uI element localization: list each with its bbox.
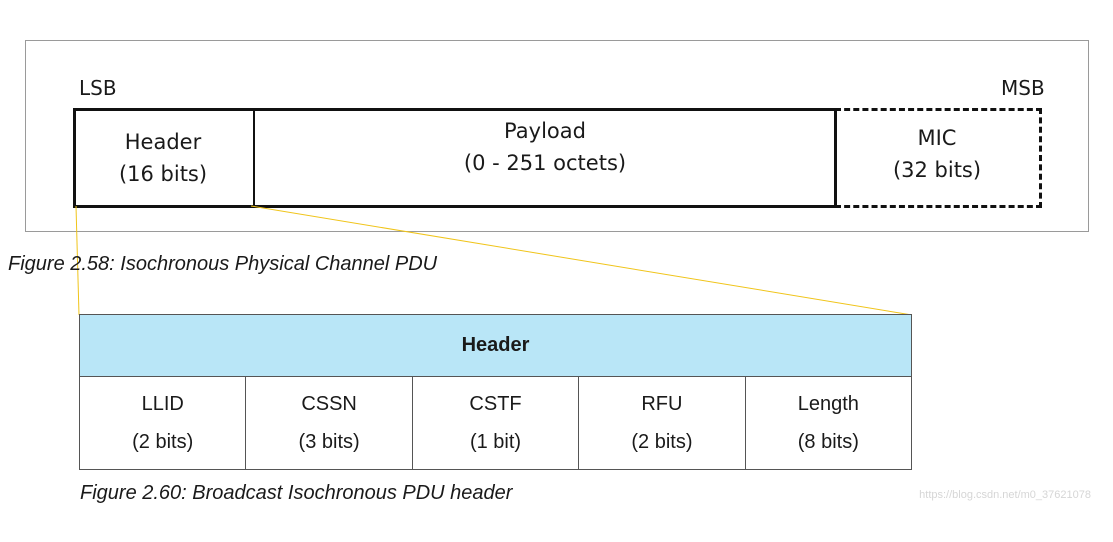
msb-label: MSB xyxy=(1001,76,1045,100)
field-cssn-size: (3 bits) xyxy=(298,431,360,453)
header-divider xyxy=(73,108,255,208)
field-length-name: Length xyxy=(797,393,859,415)
field-llid: LLID (2 bits) xyxy=(80,377,247,469)
field-cstf-name: CSTF xyxy=(469,393,522,415)
field-llid-size: (2 bits) xyxy=(132,431,194,453)
field-length: Length (8 bits) xyxy=(746,377,911,469)
pdu-payload-field: Payload (0 - 251 octets) xyxy=(253,108,837,208)
pdu-header-size: (16 bits) xyxy=(118,162,208,186)
pdu-payload-name: Payload xyxy=(504,119,586,143)
pdu-payload-size: (0 - 251 octets) xyxy=(463,151,627,175)
pdu-mic-field: MIC (32 bits) xyxy=(835,108,1042,208)
header-bitfield-table: Header LLID (2 bits) CSSN (3 bits) CSTF … xyxy=(79,314,912,470)
watermark-url: https://blog.csdn.net/m0_37621078 xyxy=(919,489,1091,501)
field-rfu-size: (2 bits) xyxy=(631,431,693,453)
field-llid-name: LLID xyxy=(141,393,184,415)
field-cstf-size: (1 bit) xyxy=(469,431,522,453)
field-rfu-name: RFU xyxy=(641,393,683,415)
field-cstf: CSTF (1 bit) xyxy=(413,377,580,469)
pdu-mic-size: (32 bits) xyxy=(892,158,982,182)
lsb-label: LSB xyxy=(79,76,117,100)
field-rfu: RFU (2 bits) xyxy=(579,377,746,469)
header-table-title: Header xyxy=(80,315,911,377)
header-table-row: LLID (2 bits) CSSN (3 bits) CSTF (1 bit)… xyxy=(80,377,911,469)
pdu-header-name: Header xyxy=(124,130,202,154)
field-cssn-name: CSSN xyxy=(301,393,357,415)
figure-2-58-caption: Figure 2.58: Isochronous Physical Channe… xyxy=(8,253,438,275)
pdu-mic-name: MIC xyxy=(917,126,957,150)
figure-2-60-caption: Figure 2.60: Broadcast Isochronous PDU h… xyxy=(80,482,513,504)
field-cssn: CSSN (3 bits) xyxy=(246,377,413,469)
pdu-header-field: Header (16 bits) xyxy=(73,108,253,208)
field-length-size: (8 bits) xyxy=(797,431,859,453)
